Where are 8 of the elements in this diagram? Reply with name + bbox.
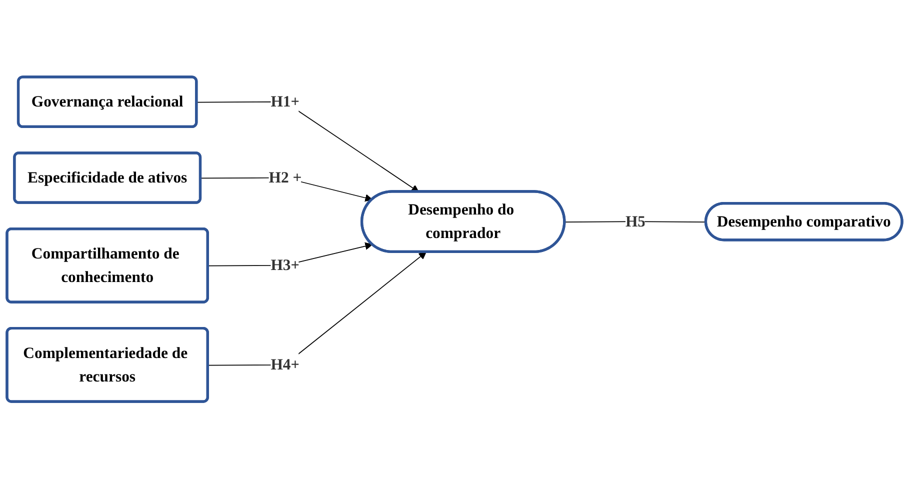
connector xyxy=(564,221,707,223)
edge-label: H2 + xyxy=(268,168,302,186)
arrow xyxy=(208,252,426,366)
edge-label: H3+ xyxy=(270,256,300,274)
edge-label: H5 xyxy=(625,212,646,230)
arrow xyxy=(196,102,420,192)
edge-label: H1+ xyxy=(270,92,300,110)
edge-label: H4+ xyxy=(270,356,300,374)
